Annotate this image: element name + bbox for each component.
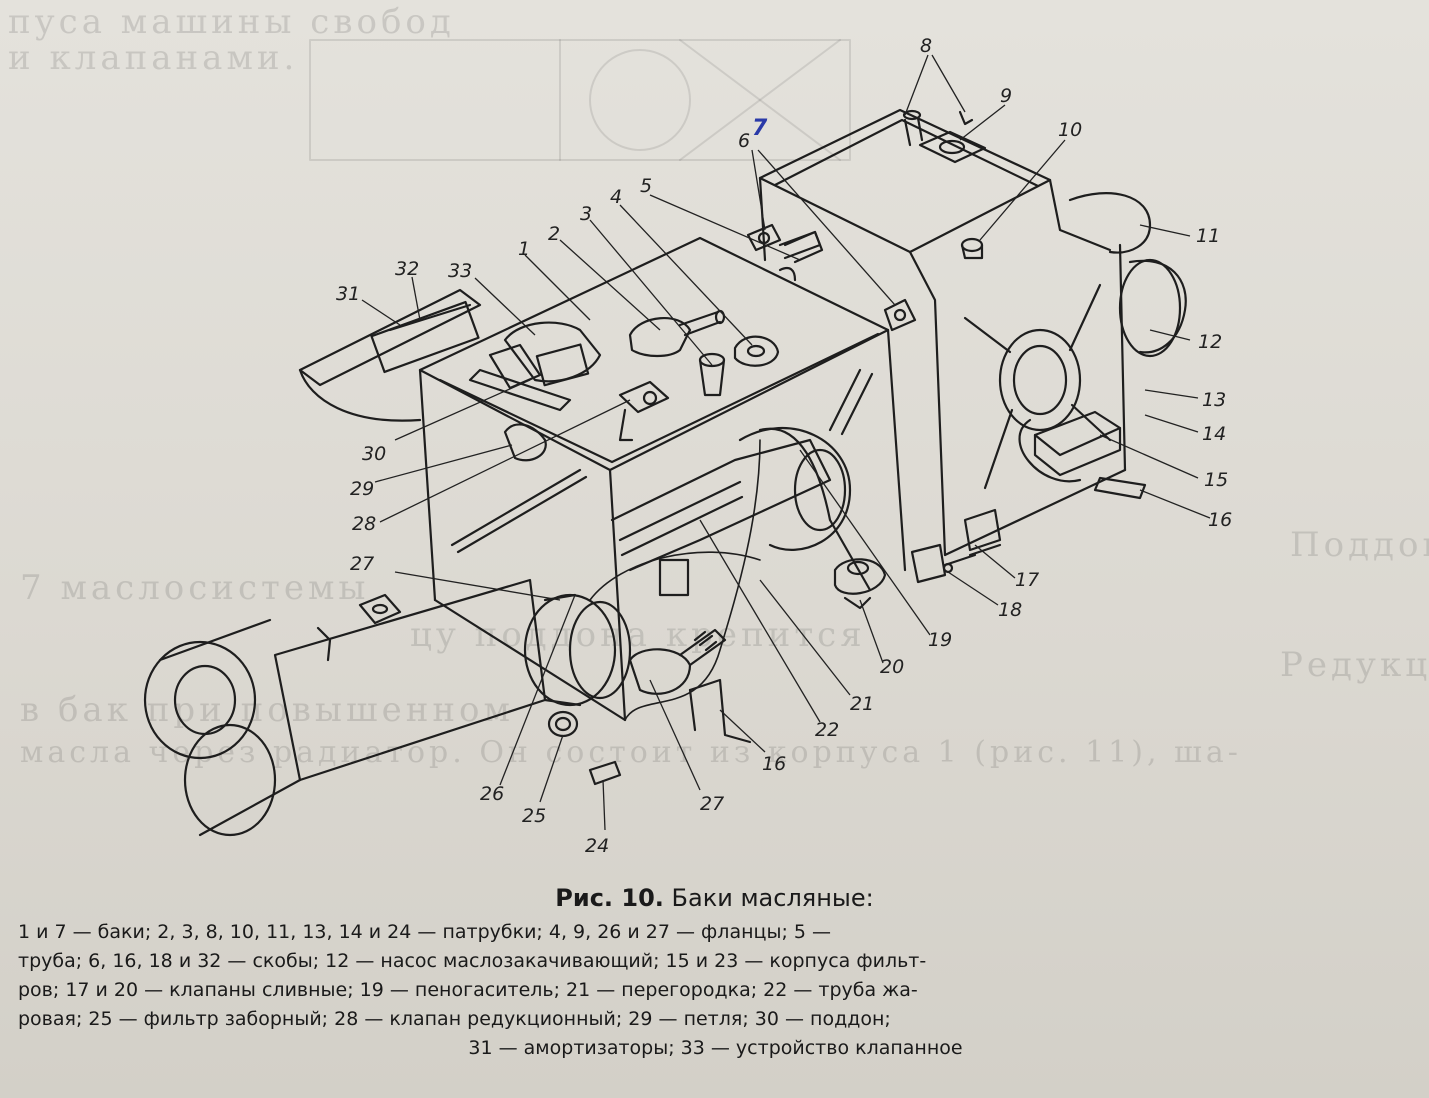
label-4: 4	[610, 186, 622, 208]
label-27-lower: 27	[700, 793, 724, 815]
drain-valve-17	[963, 508, 1002, 557]
label-15: 15	[1204, 469, 1228, 491]
pipe-10	[960, 237, 984, 260]
bleed-text-top-1: пуса машины свобод	[8, 2, 455, 42]
label-1: 1	[518, 238, 530, 260]
bracket-16-lower	[688, 678, 752, 744]
label-16-right: 16	[1208, 509, 1232, 531]
ghost-drawing	[309, 39, 851, 161]
label-13: 13	[1202, 389, 1226, 411]
label-24: 24	[585, 835, 609, 857]
partition-21	[738, 426, 852, 551]
pipe-24	[588, 760, 622, 786]
flange-26	[316, 593, 402, 662]
label-30: 30	[362, 443, 386, 465]
bleed-text-right-3: цу поддона крепится	[410, 615, 866, 655]
label-29: 29	[350, 478, 374, 500]
flange-27	[628, 628, 727, 695]
label-5: 5	[640, 175, 652, 197]
foam-breaker-19	[758, 427, 872, 592]
label-32: 32	[395, 258, 419, 280]
label-16-lower: 16	[762, 753, 786, 775]
pipe-5	[778, 230, 824, 282]
label-14: 14	[1202, 423, 1226, 445]
tank-7	[758, 108, 1127, 557]
legend-line-1: 1 и 7 — баки; 2, 3, 8, 10, 11, 13, 14 и …	[18, 921, 832, 943]
label-31: 31	[336, 283, 360, 305]
bleed-text-right-2: 7 маслосистемы	[20, 568, 370, 608]
pipe-8	[902, 109, 974, 147]
bracket-18	[910, 543, 977, 584]
bracket-6-right	[883, 298, 917, 332]
label-2: 2	[548, 223, 560, 245]
label-22: 22	[815, 719, 839, 741]
label-28: 28	[352, 513, 376, 535]
label-10: 10	[1058, 119, 1082, 141]
wire-loops	[589, 439, 761, 721]
legend-line-2: труба; 6, 16, 18 и 32 — скобы; 12 — насо…	[18, 950, 927, 972]
reducing-valve-28	[618, 380, 670, 442]
flange-9	[918, 130, 987, 164]
pipe-3	[698, 352, 726, 397]
legend-line-3: ров; 17 и 20 — клапаны сливные; 19 — пен…	[18, 979, 918, 1001]
label-26: 26	[480, 783, 504, 805]
leader-lines	[361, 54, 1211, 831]
drain-valve-20	[833, 558, 887, 610]
label-18: 18	[998, 599, 1022, 621]
filter-housing-23	[143, 578, 547, 837]
oil-tanks-diagram: 8 9 10 7 6 5 4 3 2 1 32 33 31 11 12 13 1…	[143, 35, 1232, 857]
part-labels: 8 9 10 7 6 5 4 3 2 1 32 33 31 11 12 13 1…	[336, 35, 1232, 857]
loop-29	[503, 423, 547, 462]
figure-legend: 1 и 7 — баки; 2, 3, 8, 10, 11, 13, 14 и …	[18, 918, 1413, 1063]
bleed-text-right-1: Поддон 30 и	[1290, 525, 1429, 565]
shock-absorbers-31	[298, 288, 482, 422]
label-8: 8	[920, 35, 932, 57]
label-17: 17	[1015, 569, 1039, 591]
label-7: 7	[752, 116, 768, 141]
bleed-text-right-4: Редукционный клапан 28	[1280, 645, 1429, 685]
label-21: 21	[850, 693, 874, 715]
pipe-2	[628, 309, 726, 358]
label-27-upper: 27	[350, 553, 374, 575]
label-6: 6	[738, 130, 750, 152]
figure-caption: Рис. 10. Баки масляные:	[0, 884, 1429, 912]
label-33: 33	[448, 260, 472, 282]
flange-4	[733, 335, 780, 367]
label-3: 3	[580, 203, 592, 225]
figure-number: Рис. 10.	[555, 884, 664, 912]
figure-title: Баки масляные:	[671, 884, 874, 912]
legend-line-4: ровая; 25 — фильтр заборный; 28 — клапан…	[18, 1008, 891, 1030]
pump-12	[1068, 192, 1187, 358]
tray-30	[468, 368, 572, 412]
bleed-text-right-5: в бак при повышенном	[20, 690, 514, 730]
bleed-text-top-2: и клапанами.	[8, 38, 299, 78]
label-19: 19	[928, 629, 952, 651]
legend-line-5: 31 — амортизаторы; 33 — устройство клапа…	[468, 1037, 963, 1059]
filter-housing-15	[1018, 410, 1147, 500]
label-20: 20	[880, 656, 904, 678]
tank-1	[418, 236, 907, 722]
label-9: 9	[1000, 85, 1012, 107]
label-12: 12	[1198, 331, 1222, 353]
label-25: 25	[522, 805, 546, 827]
label-11: 11	[1196, 225, 1220, 247]
flame-tube-22	[610, 438, 832, 597]
